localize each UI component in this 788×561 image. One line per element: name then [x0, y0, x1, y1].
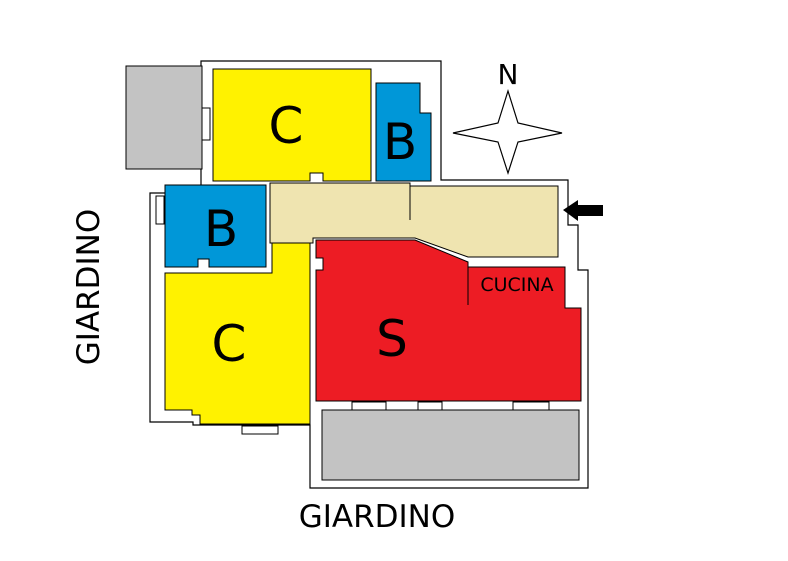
label-camera-left: C: [212, 315, 247, 373]
label-cucina: CUCINA: [480, 274, 553, 296]
label-garden-west: GIARDINO: [71, 209, 107, 366]
room-bagno-left: [164, 184, 267, 268]
room-soggiorno: [315, 239, 582, 402]
terrace-northwest: [125, 65, 203, 170]
label-camera-top: C: [269, 97, 304, 155]
compass-north-label: N: [498, 58, 519, 91]
label-bagno-top: B: [383, 113, 417, 171]
compass-star-icon: [452, 88, 563, 175]
label-garden-south: GIARDINO: [299, 499, 456, 535]
outer-wall: [149, 60, 589, 489]
room-bagno-top: [375, 82, 432, 182]
label-soggiorno: S: [376, 310, 408, 368]
windows: [155, 107, 550, 435]
arrow-left-icon: [563, 200, 603, 221]
terrace-south: [321, 409, 580, 481]
room-camera-top: [212, 68, 372, 182]
label-bagno-left: B: [204, 200, 238, 258]
room-camera-left: [164, 242, 311, 425]
